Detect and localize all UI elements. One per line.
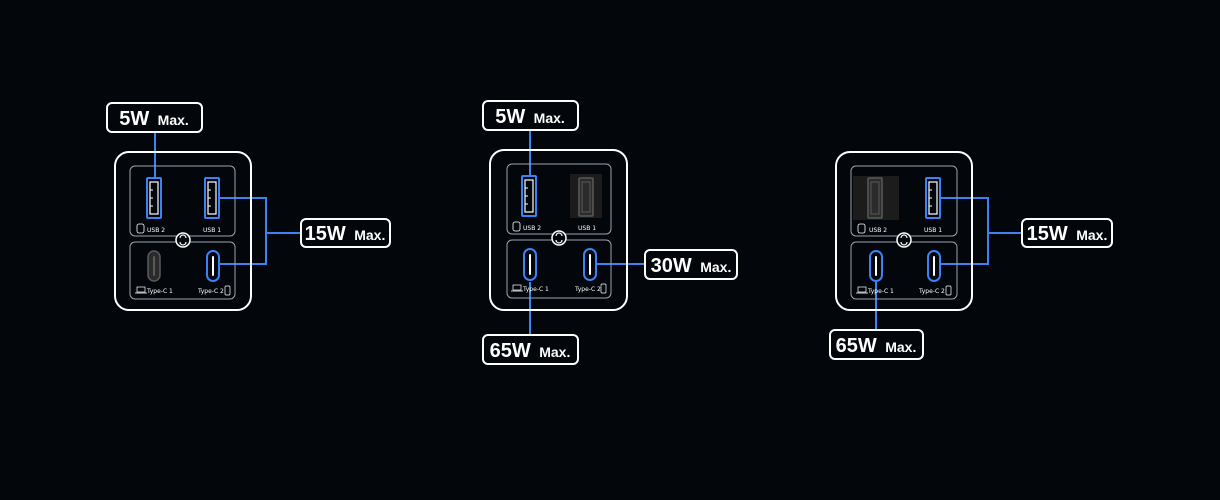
connector-line-15w (940, 197, 989, 265)
usb-1-port (570, 174, 602, 218)
laptop-icon (511, 284, 523, 292)
power-unit: Max. (539, 344, 570, 360)
usb-2-port (146, 177, 162, 219)
svg-text:5W Max.: 5W Max. (495, 106, 565, 128)
power-unit: Max. (1076, 227, 1107, 243)
type-c-2-port (583, 248, 597, 281)
power-label-5w: 5W Max. (482, 100, 579, 131)
power-value: 30W (651, 255, 692, 277)
power-unit: Max. (354, 227, 385, 243)
power-unit: Max. (700, 259, 731, 275)
charger-body (114, 151, 252, 311)
type-c-2-label: Type-C 2 (918, 288, 945, 295)
usb-1-label: USB 1 (924, 227, 942, 234)
watch-icon (857, 223, 866, 234)
power-value: 15W (1027, 223, 1068, 245)
type-c-1-port (147, 250, 161, 282)
type-c-2-label: Type-C 2 (574, 286, 601, 293)
type-c-1-port (869, 250, 883, 282)
svg-text:65W Max.: 65W Max. (490, 340, 571, 362)
power-value: 65W (836, 335, 877, 357)
charger-config-1: USB 2 USB 1 Type-C 1 Type-C 2 (106, 102, 391, 311)
connector-line-15w (213, 197, 267, 265)
usb-1-label: USB 1 (578, 225, 596, 232)
power-unit: Max. (885, 339, 916, 355)
phone-icon (945, 285, 952, 296)
power-label-30w: 30W Max. (644, 249, 738, 280)
usb-2-port (853, 176, 899, 220)
usb-1-port (204, 177, 220, 219)
type-c-1-label: Type-C 1 (867, 288, 894, 295)
power-label-5w: 5W Max. (106, 102, 203, 133)
usb-2-label: USB 2 (523, 225, 541, 232)
power-label-65w: 65W Max. (829, 329, 924, 360)
power-unit: Max. (534, 110, 565, 126)
power-unit: Max. (158, 112, 189, 128)
power-label-65w: 65W Max. (482, 334, 579, 365)
svg-text:30W Max.: 30W Max. (651, 255, 732, 277)
type-c-2-port (206, 250, 220, 282)
svg-text:15W Max.: 15W Max. (1027, 223, 1108, 245)
type-c-1-label: Type-C 1 (146, 288, 173, 295)
phone-icon (600, 283, 607, 294)
usb-1-label: USB 1 (203, 227, 221, 234)
svg-text:65W Max.: 65W Max. (836, 335, 917, 357)
usb-2-label: USB 2 (147, 227, 165, 234)
phone-icon (224, 285, 231, 296)
power-hub-icon (551, 230, 567, 246)
power-hub-icon (896, 232, 912, 248)
power-value: 65W (490, 340, 531, 362)
usb-2-label: USB 2 (869, 227, 887, 234)
charger-body (489, 149, 628, 311)
type-c-2-port (927, 250, 941, 282)
usb-2-port (521, 175, 537, 217)
charger-body (835, 151, 973, 311)
charger-config-2: USB 2 USB 1 Type-C 1 Type-C 2 (482, 100, 738, 365)
charger-config-3: USB 2 USB 1 Type-C 1 Type-C 2 (829, 151, 1113, 360)
power-value: 5W (495, 106, 525, 128)
type-c-2-label: Type-C 2 (197, 288, 224, 295)
type-c-1-label: Type-C 1 (522, 286, 549, 293)
watch-icon (512, 221, 521, 232)
watch-icon (136, 223, 145, 234)
type-c-1-port (523, 248, 537, 281)
power-value: 15W (305, 223, 346, 245)
power-label-15w: 15W Max. (300, 218, 391, 248)
power-value: 5W (119, 108, 149, 130)
svg-text:15W Max.: 15W Max. (305, 223, 386, 245)
svg-text:5W Max.: 5W Max. (119, 108, 189, 130)
power-hub-icon (175, 232, 191, 248)
power-label-15w: 15W Max. (1021, 218, 1113, 248)
usb-1-port (925, 177, 941, 219)
laptop-icon (135, 286, 147, 294)
laptop-icon (856, 286, 868, 294)
